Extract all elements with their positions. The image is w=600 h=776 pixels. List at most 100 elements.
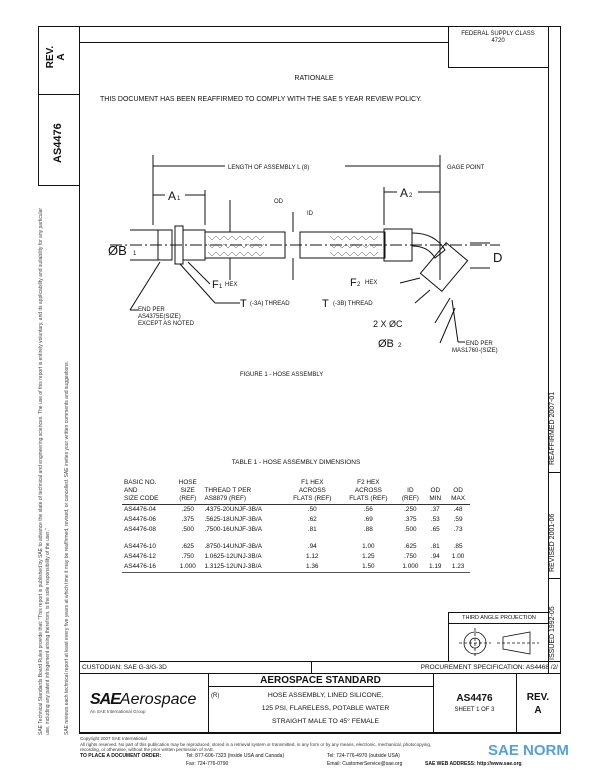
table-header: ID(REF) [396,478,425,505]
label-end1-3: EXCEPT AS NOTED [138,321,195,327]
side-doc-number: AS4476 [52,123,64,163]
title-line: STRAIGHT MALE TO 45° FEMALE [272,718,379,725]
table-cell: 1.3125-12UNJ-3B/A [202,562,285,573]
logo-bold: SAE [90,691,121,708]
table-cell: .81 [307,526,317,533]
label-a1: A [168,189,176,203]
table-cell: 1.50 [340,562,397,573]
rule [311,661,312,673]
table-header-line: ID [407,487,414,494]
tel-outside: Tel: 724-776-4970 (outside USA) [327,753,400,759]
table-cell: AS4476-06 [124,516,156,523]
table-header-line: OD [453,487,463,494]
rule [448,623,548,624]
label-f1: F [212,279,219,291]
table-cell: 1.23 [446,562,470,573]
table-header-line: (REF) [179,495,197,502]
frame-right [548,26,549,673]
footer: Copyright 2007 SAE International All rig… [80,736,550,753]
rights-text: All rights reserved. No part of this pub… [80,741,432,747]
logo-tag: An SAE International Group [90,709,146,714]
rule [38,26,80,27]
label-b1-sub: 1 [133,251,137,257]
table-header-line: SIZE CODE [124,495,159,502]
frame-top-inner [80,42,448,43]
revised-date: REVISED 2001-06 [549,513,556,572]
reaffirmed-date: REAFFIRMED 2007-01 [549,391,556,465]
table-header-line: FLATS (REF) [293,495,332,502]
label-b2-sub: 2 [398,343,402,349]
table-title: TABLE 1 - HOSE ASSEMBLY DIMENSIONS [231,459,361,466]
label-end2-2: MAS1760-(SIZE) [452,348,498,354]
rule [548,472,560,473]
table-header-line: (REF) [401,495,419,502]
frame-outer-right [560,26,561,733]
label-f1-sub: 1 [219,284,223,290]
rule [548,578,560,579]
label-a2: A [400,186,408,200]
logo-light: Aerospace [119,691,197,708]
table-cell: AS4476-12 [124,553,156,560]
table-cell: .65 [430,526,440,533]
title-line: 125 PSI, FLARELESS, POTABLE WATER [261,705,390,712]
label-f2-hex: HEX [365,280,377,286]
table-header-line: THREAD T PER [204,487,252,494]
table-cell: 1.000 [396,562,425,573]
table-cell: .48 [453,506,463,513]
table-cell: .85 [453,543,463,550]
rule [448,612,449,662]
label-od: OD [274,199,284,205]
label-f2: F [350,277,357,289]
rule [208,673,209,733]
side-rev-label: REV. [45,45,56,69]
frame-bottom [79,732,561,734]
rev-label: REV. [526,692,550,703]
side-rev-value: A [56,53,67,61]
table-cell: 1.25 [362,553,375,560]
rule [38,26,39,185]
document-title: HOSE ASSEMBLY, LINED SILICONE, 125 PSI, … [218,689,433,728]
federal-supply-value: 4720 [491,38,505,44]
copyright: Copyright 2007 SAE International [80,736,147,741]
label-t1-note: (-3A) THREAD [250,301,290,307]
label-f1-hex: HEX [225,282,237,288]
table-header-line: AS8879 (REF) [204,495,247,502]
table-cell: .50 [307,506,317,513]
fax: Fax: 724-776-0790 [186,761,229,767]
third-angle-projection-icon [459,628,539,658]
table-cell: AS4476-08 [124,526,156,533]
federal-supply-label: FEDERAL SUPPLY CLASS [461,31,535,37]
label-f2-sub: 2 [357,282,361,288]
projection-label: THIRD ANGLE PROJECTION [462,615,536,621]
rev-value: A [534,705,542,716]
rule [448,612,548,613]
table-cell: .62 [307,516,317,523]
label-c: 2 X ØC [373,319,403,329]
label-t2-note: (-3B) THREAD [333,301,373,307]
rule [80,673,561,674]
email[interactable]: Email: CustomerService@sae.org [327,761,403,767]
table-cell: .88 [363,526,373,533]
table-cell: .750 [181,553,194,560]
procurement-spec: PROCUREMENT SPECIFICATION: AS4468 /2/ [420,664,558,671]
table-cell: 1.36 [284,562,341,573]
issued-date: ISSUED 1992-05 [549,606,556,660]
table-cell: .81 [430,543,440,550]
sae-norm-watermark: SAE NORM [488,742,569,759]
aerospace-standard-heading: AEROSPACE STANDARD [260,675,381,686]
web-address[interactable]: SAE WEB ADDRESS: http://www.sae.org [425,761,522,767]
table-cell: .375 [181,516,194,523]
label-end1-2: AS4375E(SIZE) [138,314,181,320]
table-header-line: BASIC NO. [124,479,157,486]
revised-mark: (R) [211,693,220,699]
rule [38,94,80,95]
rule [516,673,517,733]
table-cell: .750 [404,553,417,560]
table-cell: .94 [307,543,317,550]
